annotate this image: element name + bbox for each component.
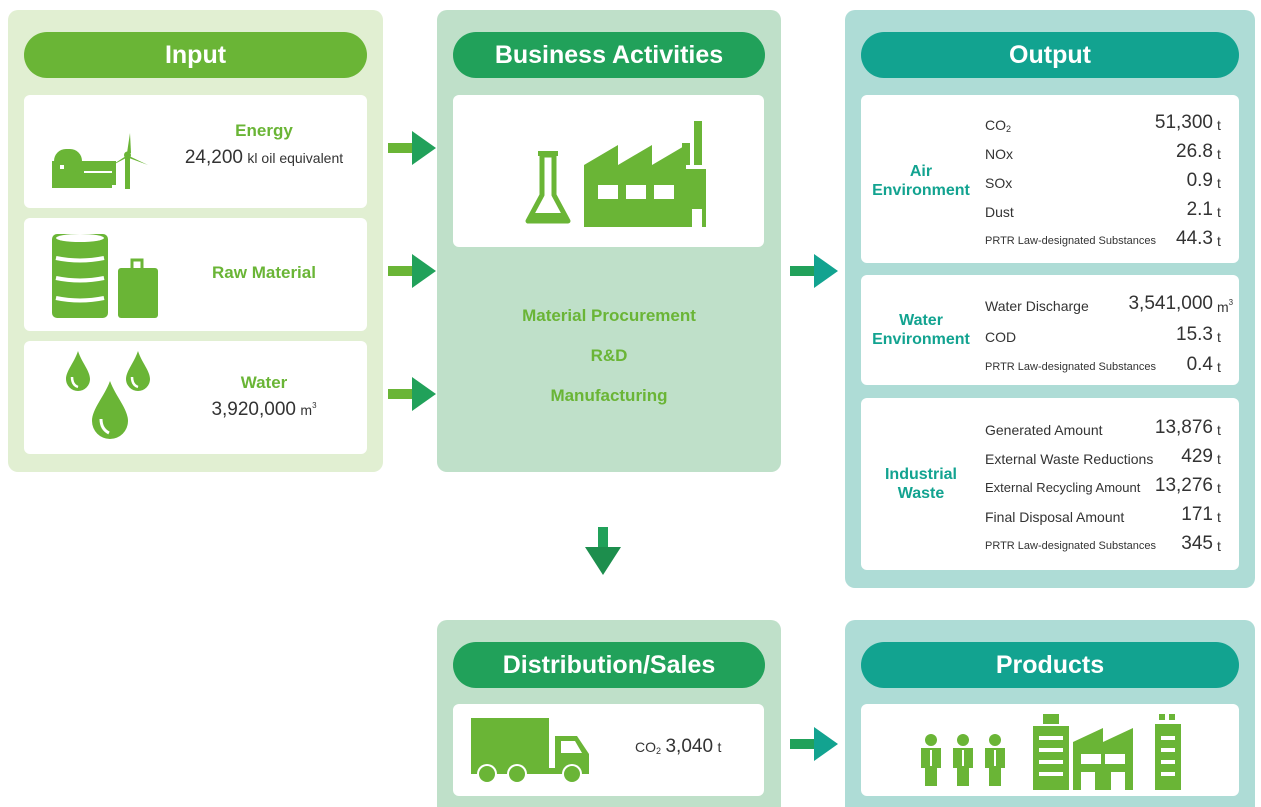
water-row-value: 0.4: [1186, 354, 1213, 375]
air-row-label: SOx: [985, 175, 1013, 191]
air-row-value: 26.8: [1176, 141, 1213, 162]
air-row-unit: t: [1217, 204, 1221, 220]
output-panel: Output Air Environment CO2 51,300 t NOx …: [845, 10, 1255, 588]
industrial-waste-card: Industrial Waste Generated Amount 13,876…: [861, 398, 1239, 570]
water-row-unit: t: [1217, 329, 1221, 345]
water-row-label: PRTR Law-designated Substances: [985, 361, 1157, 373]
water-label: Water: [240, 373, 288, 392]
distribution-panel: Distribution/Sales CO2 3,040 t: [437, 620, 781, 807]
air-row-label: NOx: [985, 146, 1013, 162]
co2-label: CO: [635, 739, 656, 755]
water-card: Water 3,920,000 m3: [24, 341, 367, 454]
arrow-right-icon: [388, 254, 436, 288]
arrow-down-icon: [585, 527, 621, 575]
waste-row-unit: t: [1217, 480, 1221, 496]
water-row-value: 3,541,000: [1128, 293, 1213, 314]
waste-row-value: 429: [1181, 446, 1213, 467]
water-value-line: 3,920,000 m3: [174, 399, 354, 421]
air-environment-label: Air Environment: [872, 163, 970, 199]
output-title: Output: [861, 32, 1239, 78]
co2-value: 3,040: [665, 736, 714, 757]
air-row-label: Dust: [985, 204, 1014, 220]
energy-value: 24,200: [184, 147, 243, 168]
water-row-label: COD: [985, 329, 1017, 345]
water-row-label: Water Discharge: [985, 298, 1089, 314]
input-panel: Input Energy 24,200 kl oil equivalent: [8, 10, 383, 472]
factory-icon: [525, 121, 706, 227]
waste-row-label: PRTR Law-designated Substances: [985, 540, 1157, 552]
water-value: 3,920,000: [211, 399, 296, 420]
water-environment-card: Water Environment Water Discharge 3,541,…: [861, 275, 1239, 385]
water-drops-icon: [66, 351, 150, 439]
air-row-unit: t: [1217, 117, 1221, 133]
waste-row-unit: t: [1217, 422, 1221, 438]
energy-card: Energy 24,200 kl oil equivalent: [24, 95, 367, 208]
truck-icon: [471, 718, 589, 784]
raw-material-label: Raw Material: [212, 263, 316, 282]
waste-row-unit: t: [1217, 451, 1221, 467]
waste-row-label: Generated Amount: [985, 422, 1103, 438]
waste-row-value: 13,276: [1154, 475, 1213, 496]
business-title: Business Activities: [453, 32, 765, 78]
business-panel: Business Activities Material Procurement…: [437, 10, 781, 472]
energy-value-line: 24,200 kl oil equivalent: [174, 147, 354, 169]
arrow-right-icon: [790, 727, 838, 761]
oil-drum-icon: [52, 234, 158, 318]
water-row-unit: t: [1217, 359, 1221, 375]
people-icon: [921, 734, 1005, 786]
air-row-label: PRTR Law-designated Substances: [985, 235, 1157, 247]
water-row-value: 15.3: [1176, 324, 1213, 345]
waste-row-value: 345: [1181, 533, 1213, 554]
factory-card: [453, 95, 764, 247]
activity-item: Manufacturing: [550, 386, 668, 405]
waste-row-value: 13,876: [1154, 417, 1213, 438]
arrow-right-icon: [790, 254, 838, 288]
waste-row-unit: t: [1217, 509, 1221, 525]
water-environment-label: Water Environment: [872, 312, 970, 348]
air-row-value: 2.1: [1186, 199, 1213, 220]
air-row-value: 51,300: [1154, 112, 1213, 133]
waste-row-label: Final Disposal Amount: [985, 509, 1125, 525]
air-row-label: CO2: [985, 117, 1012, 134]
air-row-unit: t: [1217, 175, 1221, 191]
water-unit: m: [300, 402, 313, 418]
water-unit-sup: 3: [312, 401, 317, 410]
raw-material-card: Raw Material: [24, 218, 367, 331]
industrial-waste-label: Industrial Waste: [884, 466, 957, 502]
products-card: [861, 704, 1239, 796]
activity-item: Material Procurement: [522, 306, 696, 325]
arrow-right-icon: [388, 131, 436, 165]
co2-unit: t: [717, 739, 722, 755]
buildings-icon: [1033, 714, 1181, 790]
waste-row-unit: t: [1217, 538, 1221, 554]
products-panel: Products: [845, 620, 1255, 807]
energy-label: Energy: [235, 121, 293, 140]
input-title: Input: [24, 32, 367, 78]
products-title: Products: [861, 642, 1239, 688]
distribution-title: Distribution/Sales: [453, 642, 765, 688]
waste-row-label: External Recycling Amount: [985, 480, 1141, 495]
air-row-unit: t: [1217, 233, 1221, 249]
water-row-unit: m3: [1217, 298, 1234, 315]
air-environment-card: Air Environment CO2 51,300 t NOx 26.8 t …: [861, 95, 1239, 263]
truck-card: CO2 3,040 t: [453, 704, 764, 796]
waste-row-label: External Waste Reductions: [985, 451, 1154, 467]
activity-item: R&D: [590, 346, 628, 365]
air-row-value: 0.9: [1186, 170, 1213, 191]
air-row-value: 44.3: [1176, 228, 1213, 249]
arrow-right-icon: [388, 377, 436, 411]
distribution-co2: CO2 3,040 t: [635, 736, 722, 757]
energy-unit: kl oil equivalent: [247, 150, 344, 166]
air-row-unit: t: [1217, 146, 1221, 162]
wind-turbine-icon: [52, 133, 148, 189]
waste-row-value: 171: [1181, 504, 1213, 525]
